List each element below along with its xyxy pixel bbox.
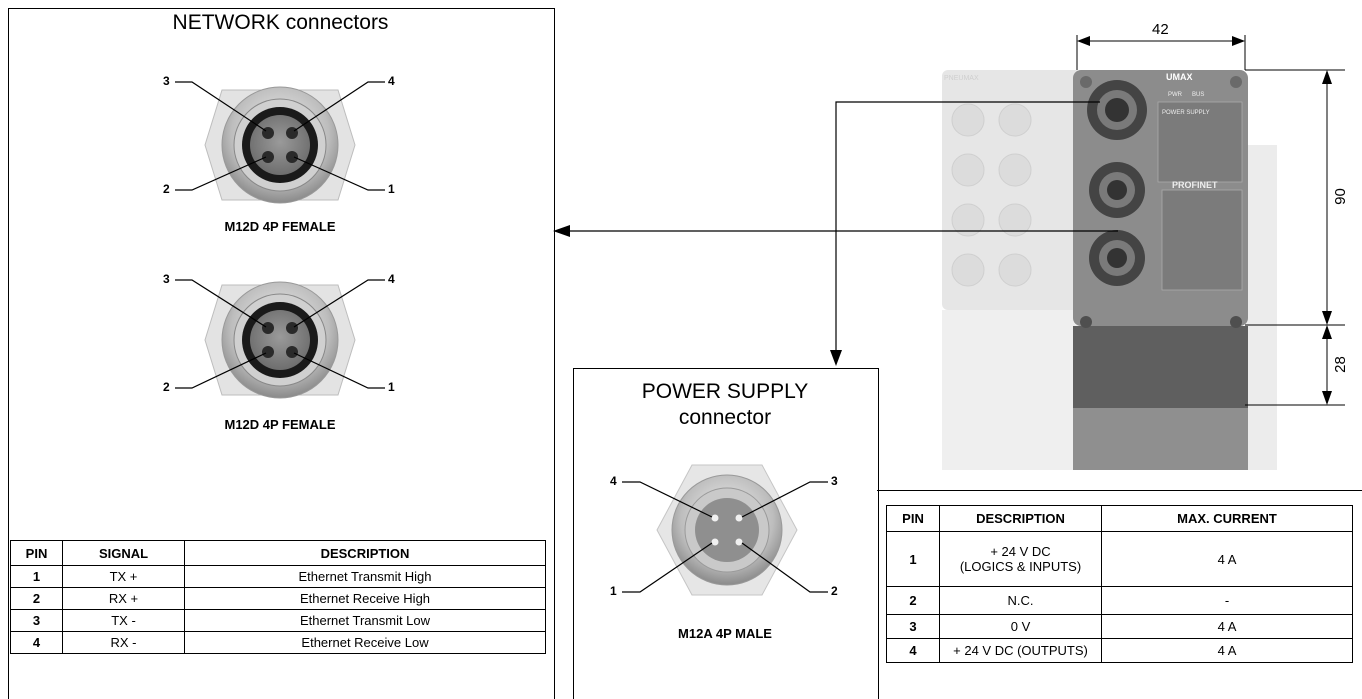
table-row: 3 0 V 4 A bbox=[886, 614, 1353, 639]
table-row: 4 RX - Ethernet Receive Low bbox=[10, 631, 546, 654]
network-c1-pin4-label: 4 bbox=[388, 74, 395, 88]
main-module-lower bbox=[1073, 326, 1248, 408]
table-row: 4 + 24 V DC (OUTPUTS) 4 A bbox=[886, 638, 1353, 663]
power-row1-description-line1: + 24 V DC bbox=[990, 544, 1051, 559]
network-c1-pin3-label: 3 bbox=[163, 74, 170, 88]
ghost-module-base bbox=[942, 310, 1082, 470]
power-row3-current: 4 A bbox=[1101, 614, 1353, 639]
side-block bbox=[1245, 145, 1277, 470]
power-pin4-label: 4 bbox=[610, 474, 617, 488]
device-bus-led: BUS bbox=[1192, 92, 1204, 98]
power-header-pin: PIN bbox=[886, 505, 940, 532]
network-title: NETWORK connectors bbox=[172, 11, 389, 34]
power-row4-pin: 4 bbox=[886, 638, 940, 663]
power-header-description: DESCRIPTION bbox=[939, 505, 1102, 532]
dimension-width: 42 bbox=[1152, 21, 1169, 38]
network-c2-pin3-label: 3 bbox=[163, 272, 170, 286]
power-title-line2: connector bbox=[678, 406, 772, 429]
power-row4-current: 4 A bbox=[1101, 638, 1353, 663]
network-row4-description: Ethernet Receive Low bbox=[184, 631, 546, 654]
table-row: 2 N.C. - bbox=[886, 586, 1353, 615]
power-connector-label: M12A 4P MALE bbox=[678, 626, 772, 641]
power-header-max-current: MAX. CURRENT bbox=[1101, 505, 1353, 532]
power-pin2-label: 2 bbox=[831, 584, 838, 598]
network-c2-pin1-label: 1 bbox=[388, 380, 395, 394]
device-brand: UMAX bbox=[1166, 72, 1193, 82]
main-module-base bbox=[1073, 408, 1248, 470]
module-connector-port2 bbox=[1089, 230, 1145, 286]
power-row2-current: - bbox=[1101, 586, 1353, 615]
network-row4-signal: RX - bbox=[62, 631, 185, 654]
power-pin3-label: 3 bbox=[831, 474, 838, 488]
device-profinet-label: PROFINET bbox=[1172, 180, 1218, 190]
power-pin-table: PIN DESCRIPTION MAX. CURRENT 1 + 24 V DC… bbox=[886, 505, 1353, 663]
network-connector-2-leaders bbox=[175, 279, 385, 389]
power-row4-description: + 24 V DC (OUTPUTS) bbox=[939, 638, 1102, 663]
network-pin-table: PIN SIGNAL DESCRIPTION 1 TX + Ethernet T… bbox=[10, 540, 546, 654]
ghost-connectors bbox=[951, 103, 1032, 287]
power-connector-drawing bbox=[656, 464, 798, 596]
connection-arrows bbox=[553, 101, 1118, 366]
power-title-line1: POWER SUPPLY bbox=[641, 380, 809, 403]
power-row1-current: 4 A bbox=[1101, 531, 1353, 587]
device-pwr-led: PWR bbox=[1168, 92, 1183, 98]
power-row3-description: 0 V bbox=[939, 614, 1102, 639]
module-connector-port1 bbox=[1089, 162, 1145, 218]
ghost-brand: PNEUMAX bbox=[944, 75, 979, 82]
power-row2-pin: 2 bbox=[886, 586, 940, 615]
power-connector-leaders bbox=[622, 481, 828, 593]
network-row2-description: Ethernet Receive High bbox=[184, 587, 546, 610]
power-row2-description: N.C. bbox=[939, 586, 1102, 615]
power-pin1-label: 1 bbox=[610, 584, 617, 598]
power-table-border-top bbox=[877, 490, 1362, 491]
network-header-signal: SIGNAL bbox=[62, 540, 185, 566]
network-c1-pin1-label: 1 bbox=[388, 182, 395, 196]
power-row1-description: + 24 V DC (LOGICS & INPUTS) bbox=[939, 531, 1102, 587]
power-row3-pin: 3 bbox=[886, 614, 940, 639]
network-c2-pin2-label: 2 bbox=[163, 380, 170, 394]
dimension-lines bbox=[1076, 35, 1345, 406]
power-row1-pin: 1 bbox=[886, 531, 940, 587]
table-row: 3 TX - Ethernet Transmit Low bbox=[10, 609, 546, 632]
network-header-description: DESCRIPTION bbox=[184, 540, 546, 566]
network-connector-1-leaders bbox=[175, 81, 385, 191]
module-connector-power bbox=[1087, 80, 1147, 140]
power-row1-description-line2: (LOGICS & INPUTS) bbox=[959, 559, 1082, 574]
table-row: 1 + 24 V DC (LOGICS & INPUTS) 4 A bbox=[886, 531, 1353, 587]
device-illustration: UMAX PWR BUS POWER SUPPLY PROFINET PNEUM… bbox=[942, 70, 1277, 470]
device-power-supply-label: POWER SUPPLY bbox=[1162, 110, 1210, 116]
power-panel-border bbox=[573, 368, 879, 699]
network-row4-pin: 4 bbox=[10, 631, 63, 654]
network-c2-pin4-label: 4 bbox=[388, 272, 395, 286]
table-row: 1 TX + Ethernet Transmit High bbox=[10, 565, 546, 588]
network-header-pin: PIN bbox=[10, 540, 63, 566]
network-c1-pin2-label: 2 bbox=[163, 182, 170, 196]
network-connector-2-label: M12D 4P FEMALE bbox=[224, 417, 336, 432]
network-connector-1-label: M12D 4P FEMALE bbox=[224, 219, 336, 234]
